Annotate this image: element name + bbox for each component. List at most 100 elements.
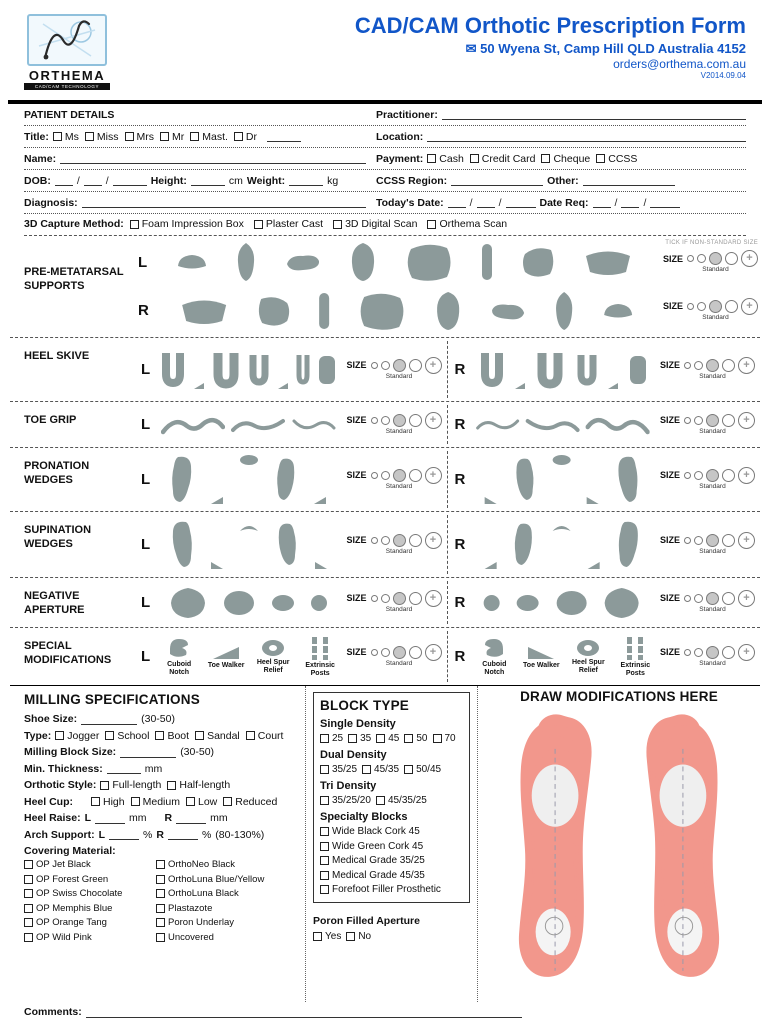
capture-option[interactable]: 3D Digital Scan xyxy=(333,218,417,230)
heel-cup-option[interactable]: Medium xyxy=(130,796,180,808)
density-option[interactable]: 50/45 xyxy=(404,764,441,775)
todays-date-day[interactable] xyxy=(447,197,466,208)
checkbox[interactable] xyxy=(156,932,165,942)
covering-option[interactable]: Plastazote xyxy=(156,903,264,914)
title-option[interactable]: Mast. xyxy=(190,131,228,143)
checkbox[interactable] xyxy=(24,874,33,884)
size-circle[interactable] xyxy=(694,593,703,603)
density-option[interactable]: 25 xyxy=(320,733,343,744)
title-option[interactable]: Miss xyxy=(84,131,119,143)
covering-option[interactable]: OP Memphis Blue xyxy=(24,903,152,914)
size-circle-standard[interactable] xyxy=(706,533,719,547)
size-circle[interactable] xyxy=(722,468,735,482)
size-circle[interactable] xyxy=(694,470,703,480)
checkbox[interactable] xyxy=(346,932,356,941)
checkbox[interactable] xyxy=(91,797,101,806)
type-option[interactable]: Court xyxy=(245,730,283,742)
checkbox[interactable] xyxy=(320,870,329,880)
size-circle[interactable] xyxy=(408,413,422,427)
size-circle[interactable] xyxy=(697,254,706,263)
size-circle[interactable] xyxy=(697,301,706,311)
heel-cup-option[interactable]: Low xyxy=(185,796,217,808)
name-field[interactable] xyxy=(60,153,366,164)
size-circle-plus[interactable]: + xyxy=(738,531,755,549)
payment-option[interactable]: Cheque xyxy=(541,153,590,165)
size-circle[interactable] xyxy=(370,416,378,424)
checkbox[interactable] xyxy=(427,219,437,229)
size-circle-plus[interactable]: + xyxy=(738,643,755,661)
covering-option[interactable]: Poron Underlay xyxy=(156,917,264,928)
checkbox[interactable] xyxy=(156,903,165,913)
checkbox[interactable] xyxy=(253,219,263,229)
practitioner-field[interactable] xyxy=(441,109,746,120)
size-circle[interactable] xyxy=(380,593,390,603)
checkbox[interactable] xyxy=(596,154,606,163)
size-circle[interactable] xyxy=(725,299,738,313)
checkbox[interactable] xyxy=(245,731,255,740)
type-option[interactable]: Sandal xyxy=(195,730,240,742)
ccss-region-field[interactable] xyxy=(451,175,544,186)
checkbox[interactable] xyxy=(84,132,94,141)
size-circle[interactable] xyxy=(408,645,422,659)
specialty-option[interactable]: Wide Green Cork 45 xyxy=(320,841,463,852)
size-circle[interactable] xyxy=(684,648,691,656)
size-circle[interactable] xyxy=(684,536,691,544)
covering-option[interactable]: Uncovered xyxy=(156,932,264,943)
size-circle[interactable] xyxy=(684,361,691,369)
checkbox[interactable] xyxy=(156,918,165,927)
checkbox[interactable] xyxy=(160,132,169,141)
checkbox[interactable] xyxy=(130,797,140,806)
checkbox[interactable] xyxy=(333,219,343,229)
heel-cup-option[interactable]: Reduced xyxy=(223,796,277,808)
foot-contour-left[interactable] xyxy=(499,710,617,1002)
size-circle-plus[interactable]: + xyxy=(738,411,755,429)
size-circle[interactable] xyxy=(370,361,378,369)
todays-date-month[interactable] xyxy=(476,197,495,208)
heel-raise-left-field[interactable] xyxy=(95,813,126,824)
checkbox[interactable] xyxy=(105,731,115,740)
checkbox[interactable] xyxy=(404,765,414,774)
height-field[interactable] xyxy=(190,175,225,186)
checkbox[interactable] xyxy=(129,219,139,229)
checkbox[interactable] xyxy=(404,734,414,743)
date-req-month[interactable] xyxy=(621,197,640,208)
checkbox[interactable] xyxy=(52,132,62,141)
capture-option[interactable]: Orthema Scan xyxy=(427,218,507,230)
checkbox[interactable] xyxy=(320,841,329,851)
covering-option[interactable]: OrthoLuna Black xyxy=(156,888,264,899)
size-circle-standard[interactable] xyxy=(706,591,719,605)
poron-option[interactable]: Yes xyxy=(313,931,341,942)
size-circle[interactable] xyxy=(722,358,735,372)
covering-option[interactable]: OP Swiss Chocolate xyxy=(24,888,152,899)
size-circle[interactable] xyxy=(722,533,735,547)
checkbox[interactable] xyxy=(432,734,442,743)
covering-option[interactable]: OrthoNeo Black xyxy=(156,859,264,870)
checkbox[interactable] xyxy=(375,796,385,805)
checkbox[interactable] xyxy=(24,932,33,942)
size-circle[interactable] xyxy=(380,360,390,370)
size-circle[interactable] xyxy=(380,647,390,657)
size-circle[interactable] xyxy=(684,416,691,424)
checkbox[interactable] xyxy=(427,154,437,163)
checkbox[interactable] xyxy=(376,734,386,743)
foot-contour-canvas[interactable] xyxy=(480,710,758,1002)
comments-field[interactable] xyxy=(85,1007,522,1018)
size-circle[interactable] xyxy=(370,594,378,602)
size-circle-plus[interactable]: + xyxy=(738,466,755,484)
checkbox[interactable] xyxy=(195,731,205,740)
covering-option[interactable]: OrthoLuna Blue/Yellow xyxy=(156,874,264,885)
covering-option[interactable]: OP Wild Pink xyxy=(24,932,152,943)
size-circle[interactable] xyxy=(684,471,691,479)
size-circle[interactable] xyxy=(694,647,703,657)
type-option[interactable]: Boot xyxy=(155,730,189,742)
size-circle[interactable] xyxy=(722,591,735,605)
